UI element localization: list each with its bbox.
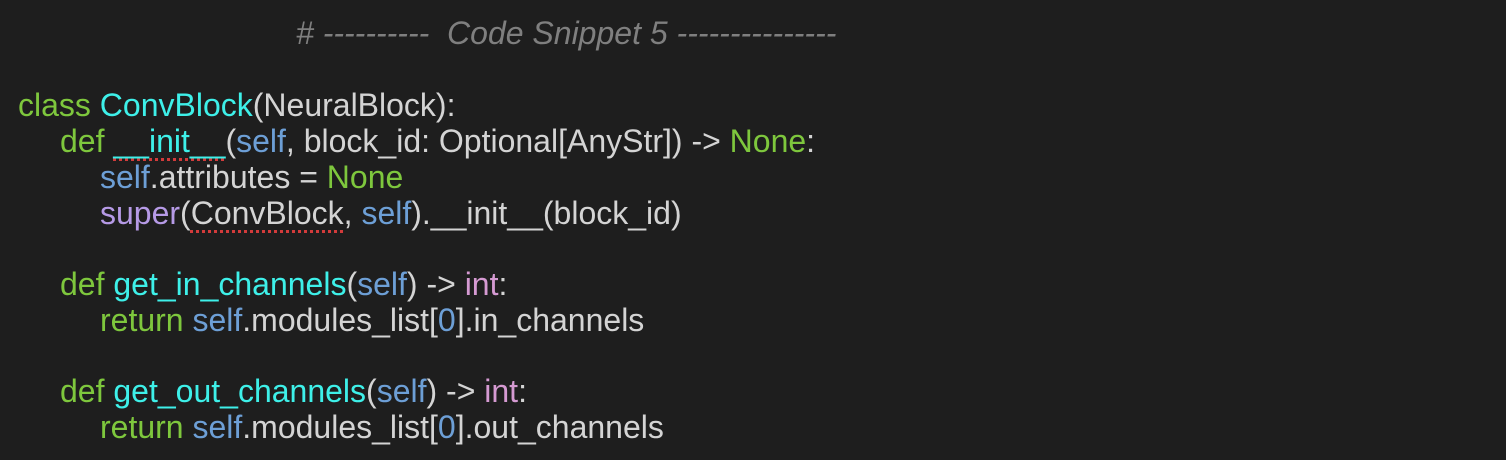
- get-in-colon: :: [498, 266, 508, 302]
- init-body-line-2: super(ConvBlock, self).__init__(block_id…: [100, 195, 682, 231]
- def-keyword: def: [60, 123, 105, 159]
- super-open-paren: (: [180, 195, 191, 231]
- get-in-body-self: self: [192, 302, 243, 338]
- get-out-self-param: self: [376, 373, 427, 409]
- get-in-return-type: int: [464, 266, 499, 302]
- get-out-channels-name[interactable]: get_out_channels: [113, 373, 367, 409]
- get-out-colon: :: [518, 373, 527, 409]
- get-in-body-line: return self.modules_list[0].in_channels: [100, 302, 644, 338]
- init-open-paren: (: [225, 123, 237, 159]
- return-keyword: return: [100, 302, 184, 338]
- code-comment: # ---------- Code Snippet 5 ------------…: [296, 15, 837, 51]
- super-comma: ,: [343, 195, 362, 231]
- super-builtin: super: [100, 195, 181, 231]
- attributes-self: self: [100, 159, 150, 195]
- get-out-body-rest2: ].out_channels: [455, 409, 664, 445]
- def-keyword: def: [60, 373, 105, 409]
- class-name[interactable]: ConvBlock: [99, 87, 253, 123]
- attributes-assignment: .attributes =: [149, 159, 327, 195]
- super-self: self: [361, 195, 412, 231]
- init-method-name[interactable]: __init__: [113, 123, 226, 159]
- get-out-body-index: 0: [437, 409, 456, 445]
- get-in-open-paren: (: [346, 266, 358, 302]
- init-params: , block_id: Optional[AnyStr]) ->: [285, 123, 730, 159]
- attributes-value: None: [326, 159, 404, 195]
- return-keyword: return: [100, 409, 184, 445]
- get-in-body-index: 0: [437, 302, 456, 338]
- get-out-body-line: return self.modules_list[0].out_channels: [100, 409, 664, 445]
- get-out-body-rest1: .modules_list[: [242, 409, 438, 445]
- init-body-line-1: self.attributes = None: [100, 159, 403, 195]
- class-base: (NeuralBlock):: [252, 87, 456, 123]
- class-keyword: class: [18, 87, 91, 123]
- get-in-self-param: self: [357, 266, 407, 302]
- init-return-type: None: [729, 123, 807, 159]
- get-out-def-line: def get_out_channels(self) -> int:: [60, 373, 527, 409]
- def-keyword: def: [60, 266, 105, 302]
- get-in-channels-name[interactable]: get_in_channels: [113, 266, 347, 302]
- init-colon: :: [806, 123, 816, 159]
- class-definition-line: class ConvBlock(NeuralBlock):: [18, 87, 455, 123]
- init-self-param: self: [236, 123, 286, 159]
- super-call-rest: ).__init__(block_id): [411, 195, 682, 231]
- get-in-def-line: def get_in_channels(self) -> int:: [60, 266, 507, 302]
- get-in-body-rest2: ].in_channels: [455, 302, 645, 338]
- get-out-arrow: ) ->: [426, 373, 485, 409]
- get-in-arrow: ) ->: [406, 266, 465, 302]
- get-out-return-type: int: [484, 373, 519, 409]
- get-out-body-self: self: [192, 409, 243, 445]
- super-class-ref[interactable]: ConvBlock: [190, 195, 344, 231]
- get-out-open-paren: (: [366, 373, 377, 409]
- get-in-body-rest1: .modules_list[: [242, 302, 438, 338]
- init-def-line: def __init__(self, block_id: Optional[An…: [60, 123, 815, 159]
